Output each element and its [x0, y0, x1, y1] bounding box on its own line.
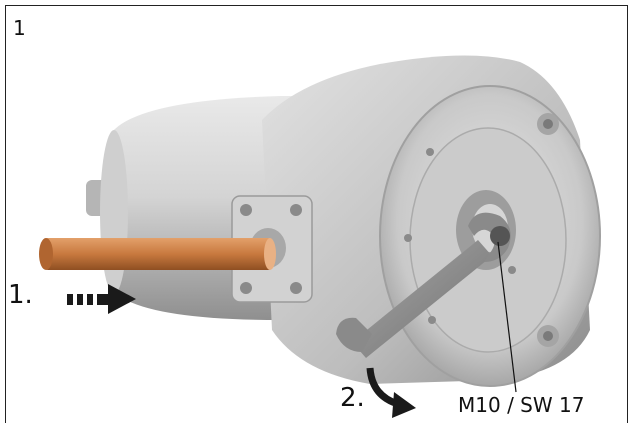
- step2-arrow-icon: [366, 367, 416, 418]
- step1-arrow-icon: [67, 284, 136, 314]
- wrench: [336, 212, 511, 358]
- callout-leader: [497, 241, 517, 393]
- step-1-label: 1.: [8, 280, 33, 310]
- copper-rod: [39, 238, 276, 270]
- figure-number: 1: [13, 16, 26, 40]
- step-2-label: 2.: [340, 383, 365, 413]
- front-cover: [379, 85, 601, 387]
- bolt-size-callout: M10 / SW 17: [458, 393, 585, 417]
- figure-frame: [5, 5, 628, 423]
